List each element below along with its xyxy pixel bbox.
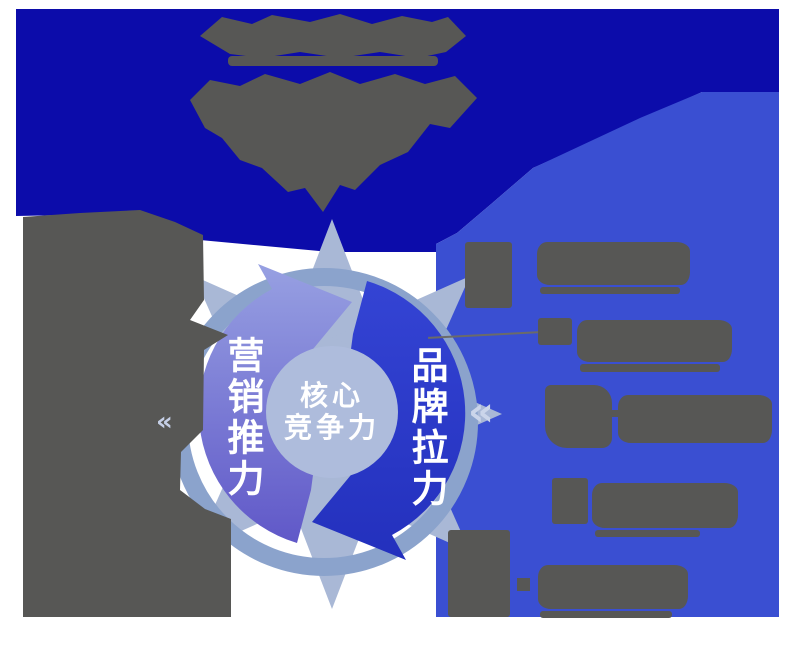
blurred-right-item-text (577, 320, 732, 362)
core-competence-hub: 核心 竞争力 (266, 346, 398, 478)
blurred-right-item-subline (540, 611, 672, 618)
right-item-marker (545, 385, 612, 448)
blurred-right-item-subline (595, 530, 700, 537)
blurred-right-item-text (538, 565, 688, 609)
blurred-right-item-text (537, 242, 690, 285)
right-item-dash (605, 410, 618, 417)
brand-pull-label: 品牌拉力 (405, 346, 448, 510)
right-item-dash (517, 578, 530, 591)
west-chevron-icon: « (156, 407, 173, 437)
blurred-title-subline (228, 56, 438, 66)
blurred-right-item-text (592, 483, 738, 528)
blurred-right-item-subline (540, 287, 680, 294)
right-item-marker (538, 318, 572, 345)
hub-label-line2: 竞争力 (283, 411, 380, 444)
east-chevron-icon: « (468, 389, 494, 435)
blurred-right-item-subline (580, 364, 720, 372)
right-item-marker (552, 478, 588, 524)
right-item-marker (448, 530, 510, 617)
blurred-right-item-text (618, 395, 772, 443)
right-item-marker (465, 242, 512, 308)
hub-label-line1: 核心 (299, 379, 364, 412)
marketing-push-label: 营销推力 (221, 336, 264, 500)
